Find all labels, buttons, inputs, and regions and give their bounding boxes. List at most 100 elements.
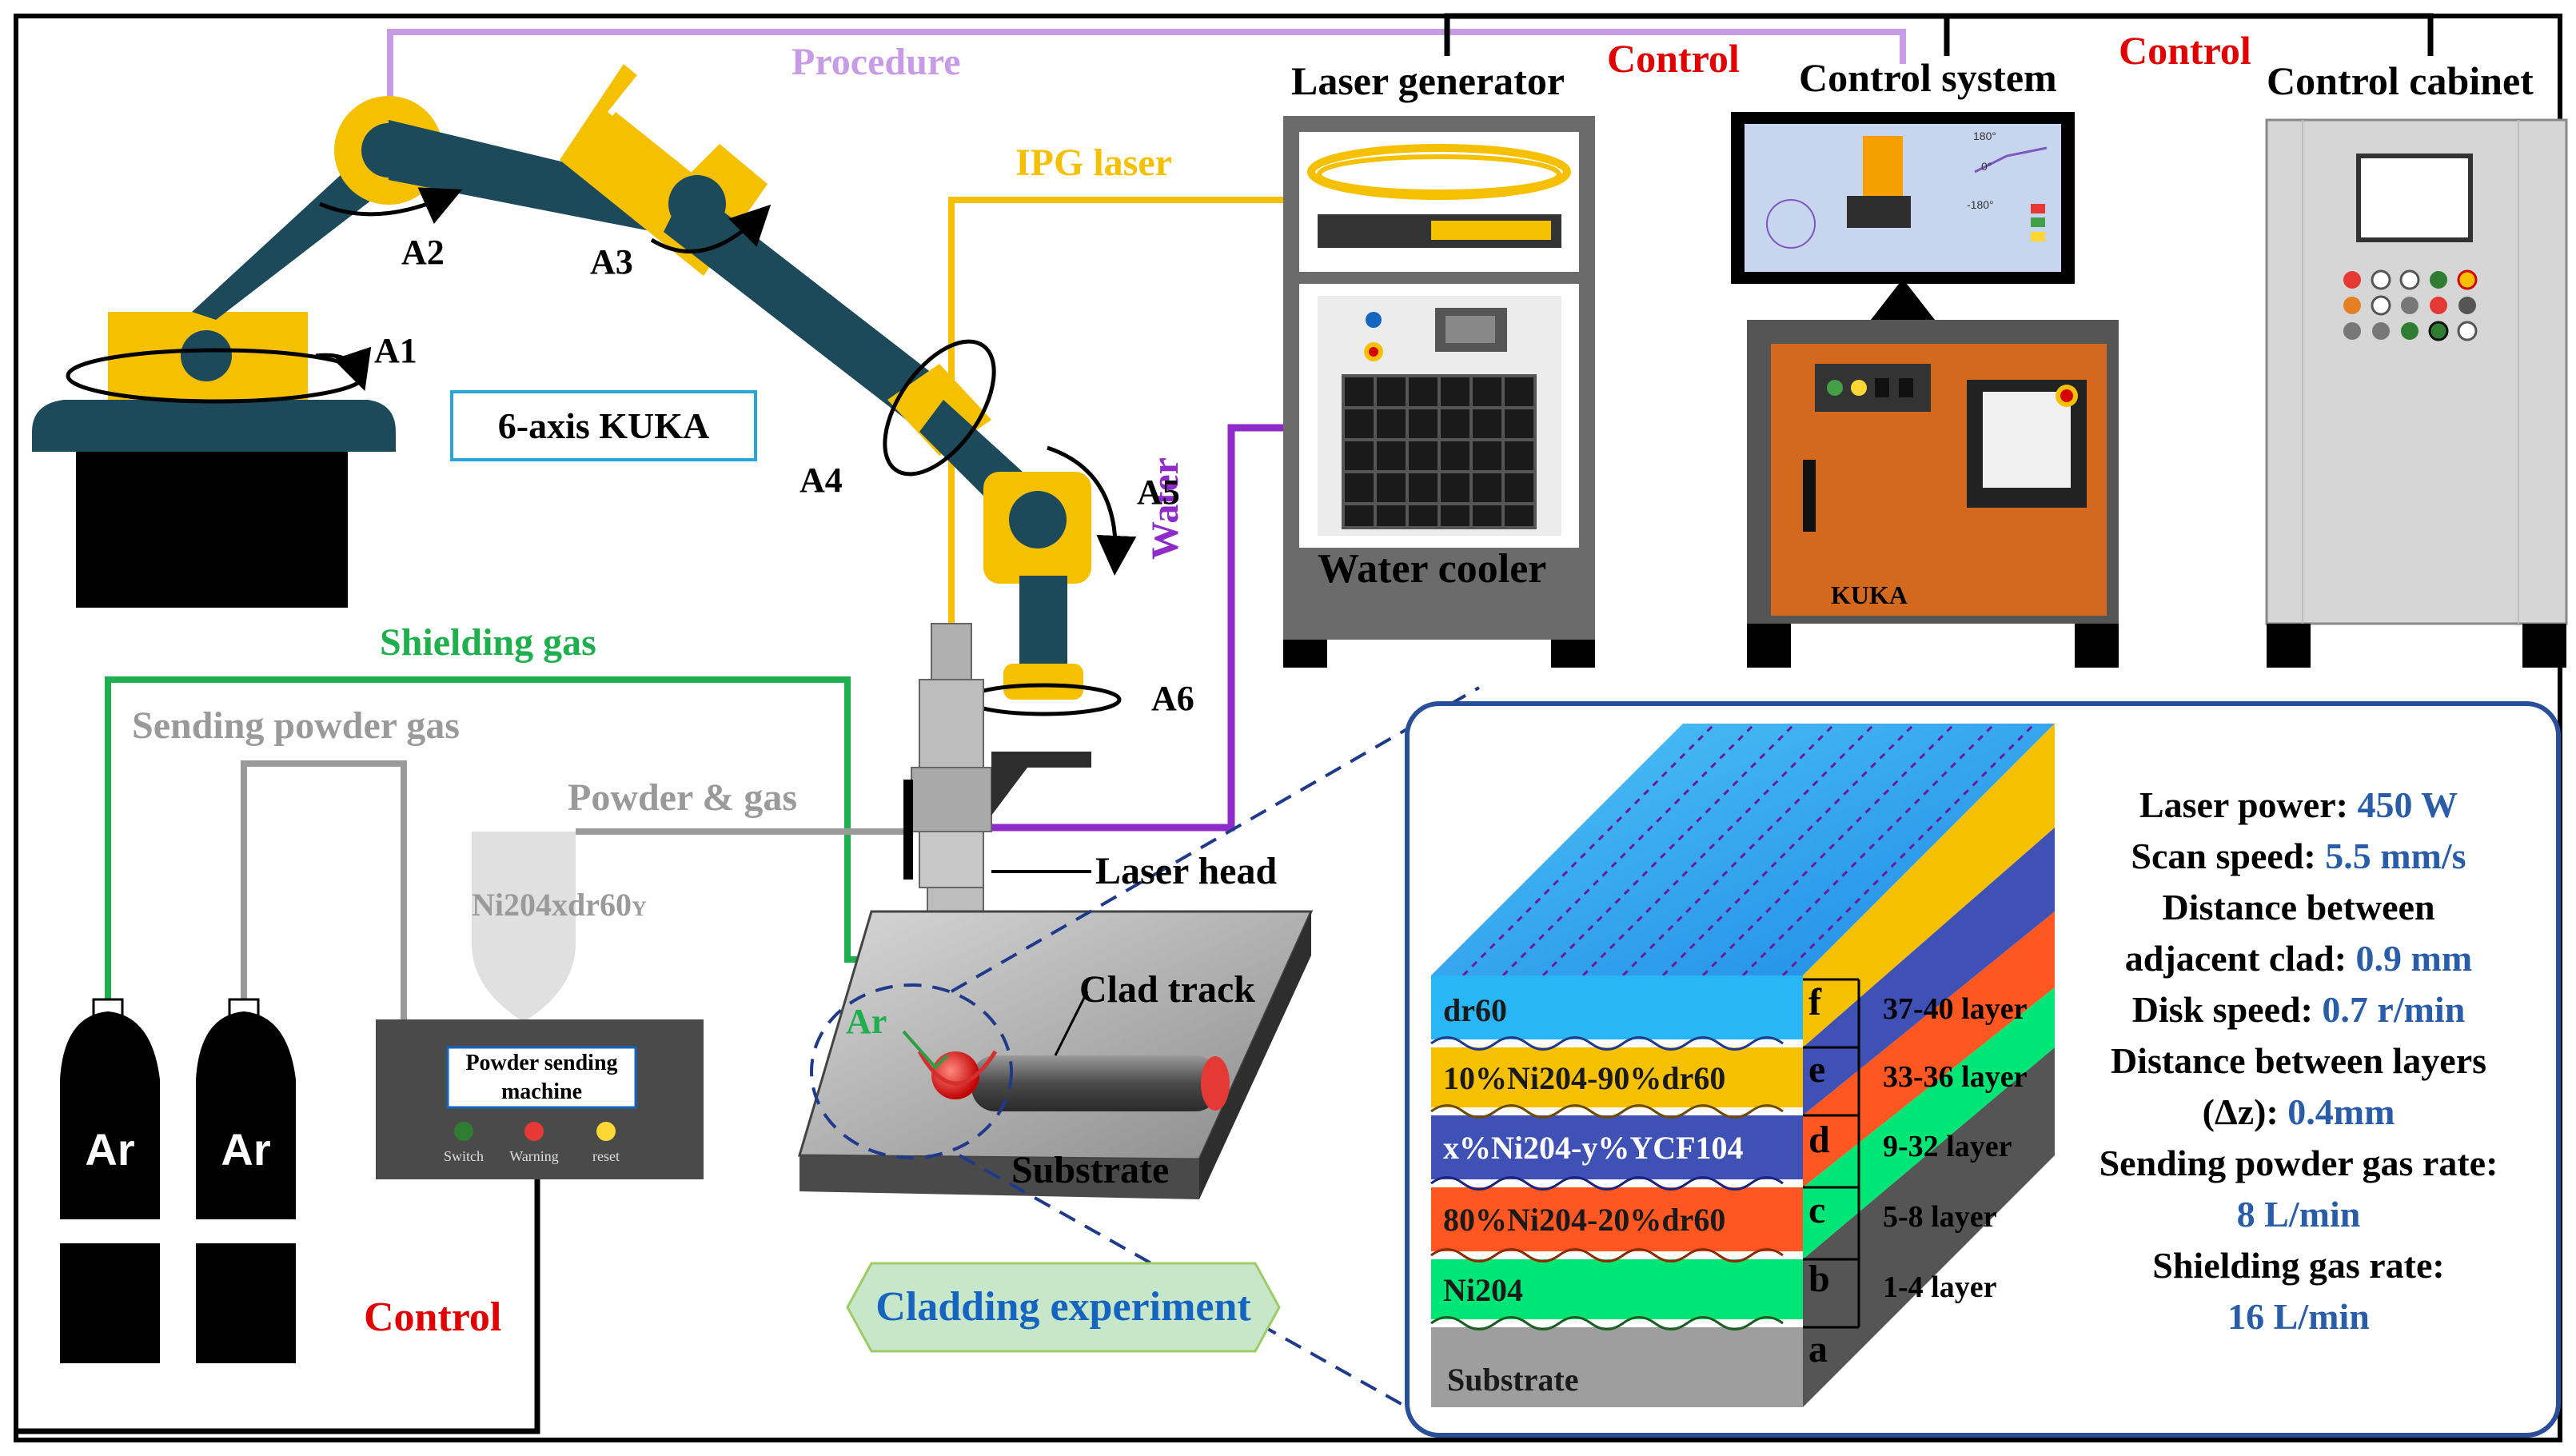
kuka-robot [32, 64, 1137, 716]
sending-powder-gas-label: Sending powder gas [132, 704, 460, 747]
cylinder-1-label: Ar [85, 1124, 135, 1175]
layer-b-material: Ni204 [1443, 1272, 1523, 1308]
a5-joint [983, 472, 1091, 584]
control-label-1: Control [1607, 36, 1740, 81]
laser-generator [1283, 116, 1595, 668]
cladding-experiment-badge [846, 1262, 1281, 1353]
powder-hopper [472, 832, 576, 1019]
substrate-label: Substrate [1011, 1149, 1170, 1191]
a6-joint [1003, 664, 1083, 700]
cladding-experiment-label: Cladding experiment [875, 1284, 1251, 1330]
kuka-model-label: 6-axis KUKA [497, 405, 710, 446]
distance-layers-value: 0.4mm [2287, 1091, 2395, 1132]
layer-stack [1430, 722, 2055, 1407]
sending-powder-gas-line [241, 760, 407, 1019]
shielding-gas-rate-value: 16 L/min [2227, 1296, 2370, 1337]
powder-gas-label: Powder & gas [568, 776, 798, 819]
water-cooler-label: Water cooler [1318, 546, 1547, 592]
ipg-laser-label: IPG laser [1015, 142, 1172, 184]
layer-b-range: 1-4 layer [1883, 1271, 1997, 1304]
monitor-label-mid: 0° [1981, 160, 1992, 173]
shielding-gas-rate-label: Shielding gas rate: [2152, 1245, 2445, 1286]
kuka-label-box [450, 390, 757, 461]
argon-cylinder-1 [60, 998, 160, 1363]
axis-a5-label: A5 [1137, 473, 1180, 512]
melt-pool [931, 1051, 979, 1099]
switch-label: Switch [443, 1148, 484, 1164]
kuka-brand-label: KUKA [1831, 580, 1908, 609]
disk-speed-value: 0.7 r/min [2322, 989, 2466, 1030]
layer-d-material: x%Ni204-y%YCF104 [1443, 1130, 1744, 1166]
scan-speed-label: Scan speed: [2131, 836, 2316, 876]
layer-e-letter: e [1808, 1048, 1826, 1091]
distance-layers-label-1: Distance between layers [2110, 1040, 2487, 1081]
control-system [1731, 112, 2119, 668]
layer-f-material: dr60 [1443, 992, 1507, 1028]
layer-c-letter: c [1808, 1189, 1826, 1231]
layer-d-letter: d [1808, 1119, 1830, 1161]
hopper-label-main: Ni204xdr60 [472, 887, 632, 923]
clad-track-label: Clad track [1079, 968, 1255, 1011]
layer-e-range: 33-36 layer [1883, 1060, 2028, 1094]
axis-a2-label: A2 [401, 233, 445, 272]
control-line-top [1444, 13, 2434, 56]
powder-sending-machine [376, 1019, 704, 1179]
layer-f-range: 37-40 layer [1883, 992, 2028, 1026]
process-parameters: Laser power: 450 W Scan speed: 5.5 mm/s … [2055, 780, 2542, 1342]
procedure-label: Procedure [792, 41, 961, 83]
laser-head-label: Laser head [1095, 850, 1278, 892]
axis-a4-label: A4 [800, 461, 843, 500]
distance-layers-row: (Δz): 0.4mm [2055, 1087, 2542, 1138]
layer-a-letter: a [1808, 1328, 1828, 1370]
scan-speed-row: Scan speed: 5.5 mm/s [2055, 831, 2542, 882]
laser-power-row: Laser power: 450 W [2055, 780, 2542, 831]
water-line [985, 424, 1287, 832]
axis-a6-label: A6 [1151, 679, 1194, 718]
control-line-bottom [16, 1179, 540, 1434]
laser-head [903, 623, 1091, 1011]
distance-layers-label-2: (Δz): [2202, 1091, 2279, 1132]
argon-cylinder-2 [196, 998, 296, 1363]
clad-track [971, 1055, 1219, 1111]
disk-speed-label: Disk speed: [2131, 989, 2313, 1030]
powder-machine-title: Powder sending machine [465, 1050, 618, 1104]
disk-speed-row: Disk speed: 0.7 r/min [2055, 984, 2542, 1035]
argon-flow-label: Ar [846, 1002, 887, 1041]
axis-a1-label: A1 [374, 331, 417, 370]
distance-clad-row: adjacent clad: 0.9 mm [2055, 933, 2542, 984]
zoom-line-top [951, 686, 1480, 993]
control-system-title: Control system [1799, 55, 2057, 100]
hopper-label-subscript: Y [632, 897, 647, 920]
monitor-label-top: 180° [1973, 130, 1996, 142]
distance-clad-label-1: Distance between [2162, 887, 2435, 927]
control-cabinet-title: Control cabinet [2267, 58, 2534, 103]
layer-b-letter: b [1808, 1258, 1830, 1300]
cylinder-2-label: Ar [221, 1124, 271, 1175]
reset-label: reset [592, 1148, 620, 1164]
control-label-bottom: Control [364, 1294, 502, 1340]
layer-d-range: 9-32 layer [1883, 1130, 2012, 1163]
axis-a3-label: A3 [590, 242, 633, 281]
scan-speed-value: 5.5 mm/s [2325, 836, 2466, 876]
layer-e-material: 10%Ni204-90%dr60 [1443, 1060, 1726, 1096]
distance-clad-label-2: adjacent clad: [2124, 938, 2347, 979]
laser-power-label: Laser power: [2139, 784, 2348, 825]
layer-f-letter: f [1808, 981, 1821, 1023]
shielding-gas-label: Shielding gas [380, 621, 596, 664]
hopper-label: Ni204xdr60Y [472, 886, 647, 923]
control-cabinet [2265, 118, 2568, 668]
layer-c-range: 5-8 layer [1883, 1200, 1997, 1234]
ipg-laser-line [948, 197, 1287, 624]
distance-clad-value: 0.9 mm [2355, 938, 2473, 979]
warning-label: Warning [509, 1148, 559, 1164]
control-label-2: Control [2119, 28, 2251, 73]
monitor-label-bottom: -180° [1967, 198, 1994, 211]
layer-c-material: 80%Ni204-20%dr60 [1443, 1202, 1726, 1238]
powder-gas-rate-label: Sending powder gas rate: [2099, 1143, 2498, 1183]
laser-power-value: 450 W [2357, 784, 2458, 825]
laser-generator-title: Laser generator [1291, 58, 1565, 103]
powder-gas-rate-value: 8 L/min [2236, 1194, 2361, 1235]
substrate-block [797, 910, 1314, 1199]
layer-a-material: Substrate [1447, 1362, 1579, 1398]
